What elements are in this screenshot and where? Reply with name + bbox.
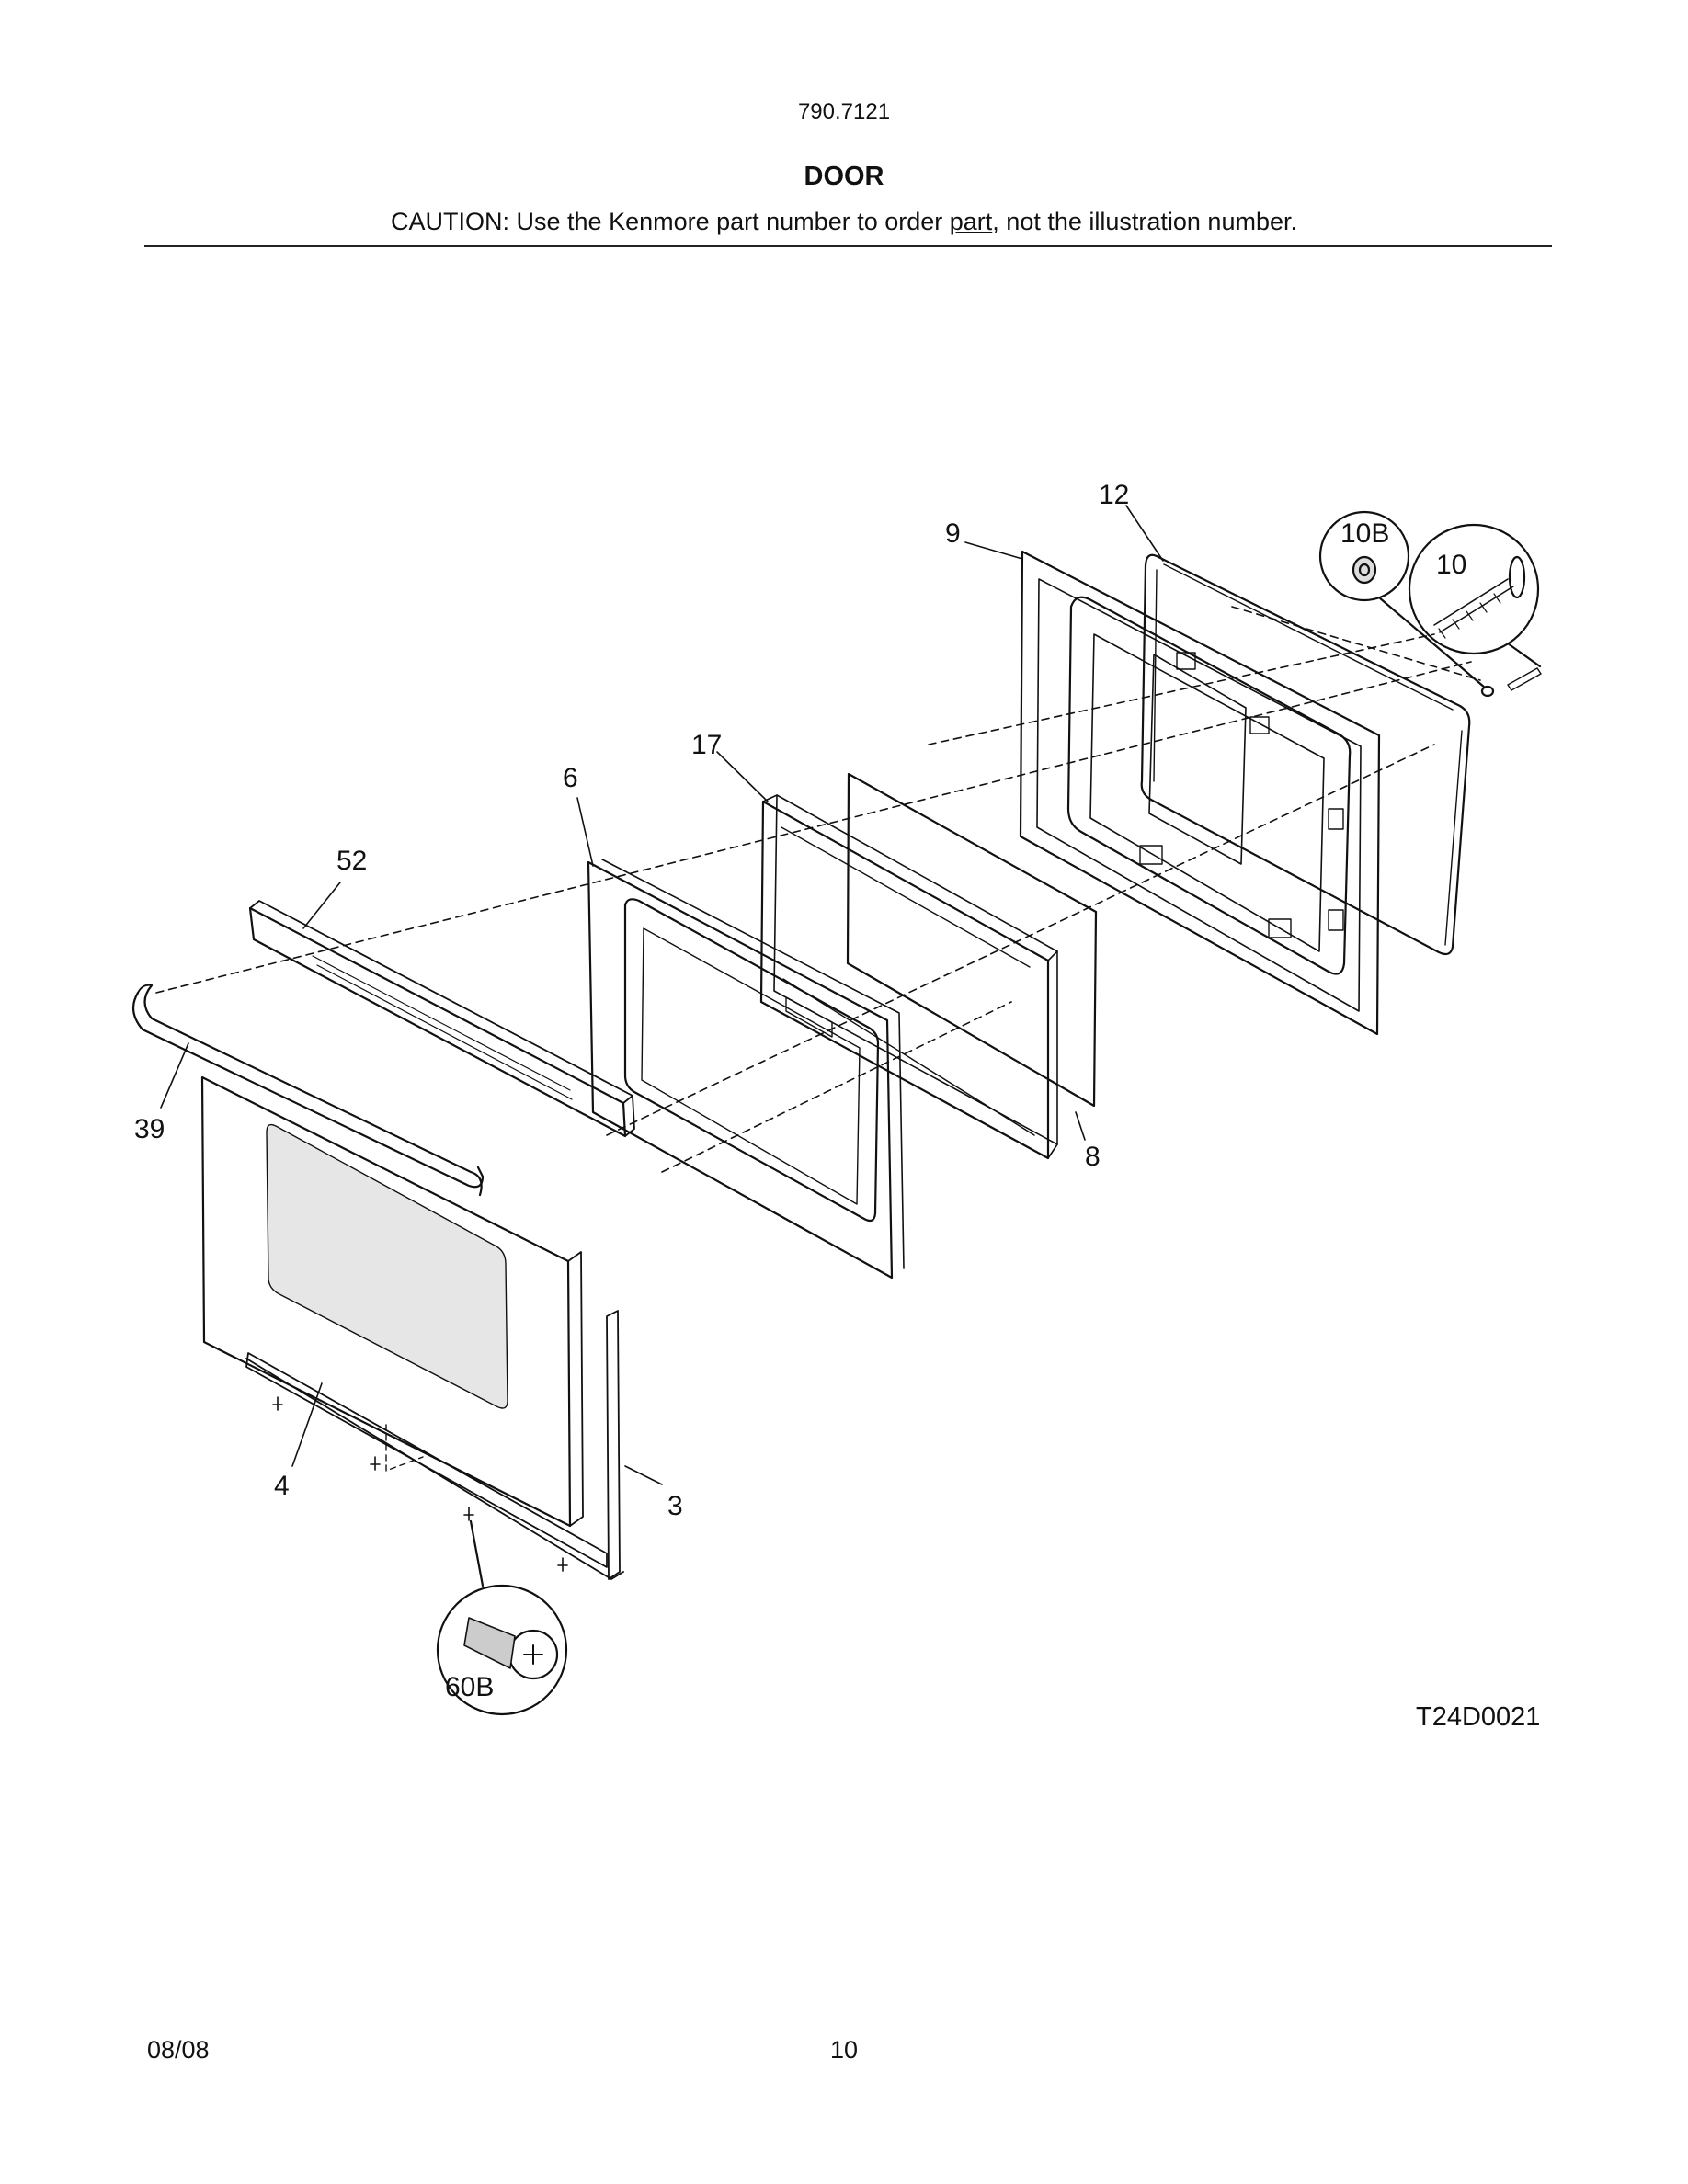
caution-note: CAUTION: Use the Kenmore part number to … xyxy=(0,208,1688,236)
footer-page-number: 10 xyxy=(829,2036,859,2064)
callout-9: 9 xyxy=(945,518,961,549)
part-outer-door-panel xyxy=(200,1075,624,1580)
leader-lines xyxy=(160,505,1164,1485)
callout-10: 10 xyxy=(1436,550,1466,580)
screw-detail-60b xyxy=(436,1519,568,1716)
header-divider xyxy=(144,245,1552,247)
part-inner-door-liner xyxy=(1019,550,1381,1036)
part-glass-panel xyxy=(846,772,1098,1108)
callout-4: 4 xyxy=(274,1471,290,1501)
part-door-handle xyxy=(131,984,485,1197)
callout-52: 52 xyxy=(336,846,367,876)
diagram-code: T24D0021 xyxy=(1416,1702,1541,1732)
callout-3: 3 xyxy=(667,1491,683,1521)
washer-detail xyxy=(1318,510,1495,698)
callout-8: 8 xyxy=(1085,1142,1101,1172)
screw-detail xyxy=(1408,523,1542,691)
footer-date: 08/08 xyxy=(147,2036,210,2064)
callout-60b: 60B xyxy=(445,1672,494,1702)
alignment-lines xyxy=(155,606,1481,1173)
part-gasket xyxy=(1140,553,1471,956)
callout-10b: 10B xyxy=(1340,518,1389,549)
caution-underlined-word: part xyxy=(949,208,993,235)
callout-39: 39 xyxy=(134,1114,165,1144)
caution-suffix: , not the illustration number. xyxy=(992,208,1297,235)
part-door-frame xyxy=(587,859,905,1280)
part-bottom-trim xyxy=(245,1352,608,1568)
callout-12: 12 xyxy=(1099,480,1129,510)
callout-6: 6 xyxy=(563,763,578,793)
model-number: 790.7121 xyxy=(797,99,891,124)
bottom-screws xyxy=(272,1396,568,1572)
part-vent-trim xyxy=(248,900,635,1138)
caution-prefix: CAUTION: Use the Kenmore part number to … xyxy=(391,208,950,235)
page-title: DOOR xyxy=(804,162,884,191)
callout-17: 17 xyxy=(691,730,722,760)
part-glass-frame xyxy=(759,794,1058,1160)
